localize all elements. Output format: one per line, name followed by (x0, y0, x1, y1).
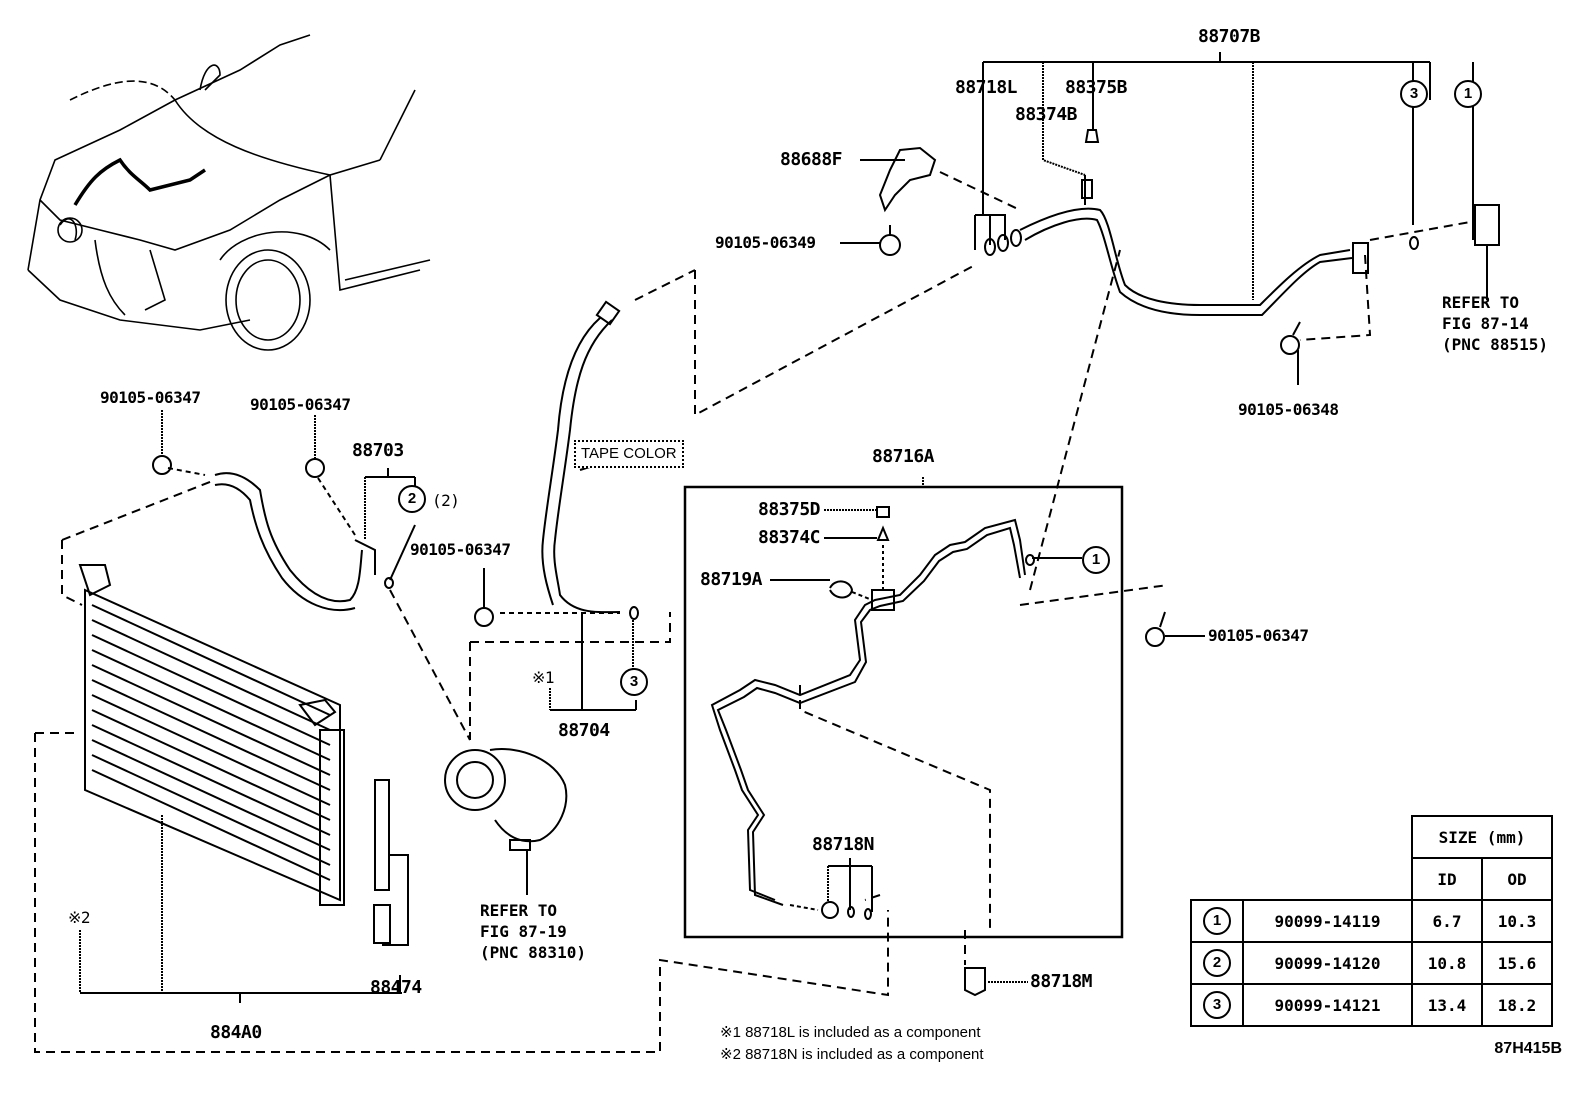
row-part[interactable]: 90099-14121 (1242, 983, 1413, 1027)
oring-marker-1-top: 1 (1454, 80, 1482, 108)
oring-marker-3: 3 (620, 668, 648, 696)
callout-90105-06348[interactable]: 90105-06348 (1238, 400, 1339, 419)
refer-fig-87-14[interactable]: REFER TO FIG 87-14 (PNC 88515) (1442, 293, 1548, 354)
oring-size-table: SIZE (mm) ID OD 1 90099-14119 6.7 10.3 2… (1190, 815, 1553, 1027)
row-part[interactable]: 90099-14119 (1242, 899, 1413, 943)
refer-fig-87-19[interactable]: REFER TO FIG 87-19 (PNC 88310) (480, 901, 586, 962)
callout-88375D[interactable]: 88375D (758, 499, 821, 520)
callout-88374B[interactable]: 88374B (1015, 104, 1078, 125)
condenser-illustration (78, 564, 345, 906)
callout-88474[interactable]: 88474 (370, 977, 422, 998)
callout-88703[interactable]: 88703 (352, 440, 404, 461)
row-id: 6.7 (1411, 899, 1483, 943)
callout-88716A[interactable]: 88716A (872, 446, 935, 467)
table-row: 3 90099-14121 13.4 18.2 (1190, 983, 1553, 1027)
callout-88375B[interactable]: 88375B (1065, 77, 1128, 98)
row-od: 10.3 (1481, 899, 1553, 943)
compressor-illustration (444, 748, 568, 895)
callout-88707B[interactable]: 88707B (1198, 26, 1261, 47)
row-ref: 1 (1203, 907, 1231, 935)
callout-88718M[interactable]: 88718M (1030, 971, 1093, 992)
row-part[interactable]: 90099-14120 (1242, 941, 1413, 985)
row-od: 18.2 (1481, 983, 1553, 1027)
oring-marker-2: 2 (398, 485, 426, 513)
note1-marker: ※1 (532, 668, 555, 687)
callout-90105-06349[interactable]: 90105-06349 (715, 233, 816, 252)
row-id: 13.4 (1411, 983, 1483, 1027)
row-ref: 3 (1203, 991, 1231, 1019)
row-ref: 2 (1203, 949, 1231, 977)
size-header: SIZE (mm) (1411, 815, 1553, 859)
callout-90105-06347-c[interactable]: 90105-06347 (410, 540, 511, 559)
callout-88688F[interactable]: 88688F (780, 149, 843, 170)
connection-dashed-lines (34, 171, 1471, 1053)
tape-color-label: TAPE COLOR (574, 440, 684, 468)
callout-88703-qty: (2) (432, 491, 460, 510)
vehicle-illustration (27, 34, 431, 351)
oring-marker-1: 1 (1082, 546, 1110, 574)
od-header: OD (1481, 857, 1553, 901)
callout-884A0[interactable]: 884A0 (210, 1022, 262, 1043)
callout-90105-06347-a[interactable]: 90105-06347 (100, 388, 201, 407)
table-row: 2 90099-14120 10.8 15.6 (1190, 941, 1553, 985)
callout-90105-06347-d[interactable]: 90105-06347 (1208, 626, 1309, 645)
note2-marker: ※2 (68, 908, 91, 927)
row-od: 15.6 (1481, 941, 1553, 985)
id-header: ID (1411, 857, 1483, 901)
table-row: 1 90099-14119 6.7 10.3 (1190, 899, 1553, 943)
callout-88374C[interactable]: 88374C (758, 527, 821, 548)
figure-id: 87H415B (1494, 1040, 1562, 1057)
callout-88704[interactable]: 88704 (558, 720, 610, 741)
footnote-1: ※1 88718L is included as a component (720, 1024, 981, 1041)
callout-90105-06347-b[interactable]: 90105-06347 (250, 395, 351, 414)
callout-88718L[interactable]: 88718L (955, 77, 1018, 98)
footnote-2: ※2 88718N is included as a component (720, 1046, 984, 1063)
oring-marker-3-top: 3 (1400, 80, 1428, 108)
row-id: 10.8 (1411, 941, 1483, 985)
callout-88718N[interactable]: 88718N (812, 834, 875, 855)
callout-88719A[interactable]: 88719A (700, 569, 763, 590)
